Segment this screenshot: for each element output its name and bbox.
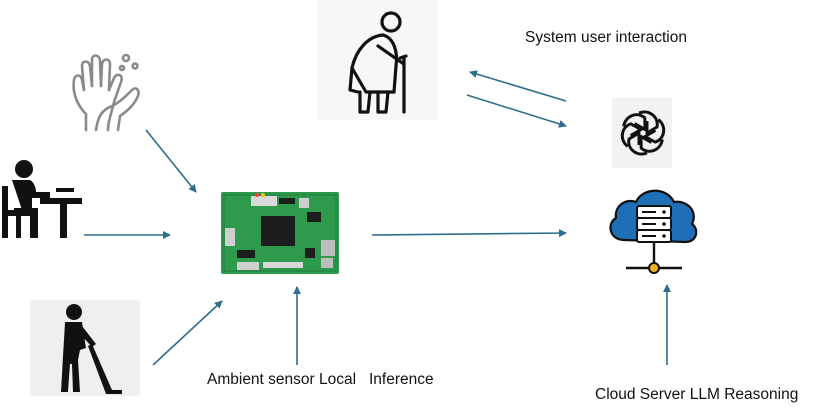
arrow-handwash-to-board: [145, 129, 197, 193]
elderly-person-icon: [348, 11, 408, 114]
openai-logo-icon: [620, 110, 666, 156]
arrow-vacuum-to-board: [152, 300, 223, 366]
arrow-cloud-to-user: [469, 70, 567, 102]
embedded-sensor-board-icon: [221, 192, 339, 274]
handwashing-icon: [72, 53, 140, 132]
person-at-desk-icon: [2, 160, 82, 238]
arrow-board-to-cloud: [371, 229, 567, 238]
cloud-server-icon: [609, 189, 698, 274]
edge-inference-label: Ambient sensor Local Inference: [207, 371, 434, 388]
cloud-reasoning-label: Cloud Server LLM Reasoning: [595, 386, 799, 403]
arrow-user-to-cloud: [466, 94, 567, 128]
person-vacuuming-icon: [30, 300, 140, 396]
user-interaction-label: System user interaction: [525, 29, 687, 46]
